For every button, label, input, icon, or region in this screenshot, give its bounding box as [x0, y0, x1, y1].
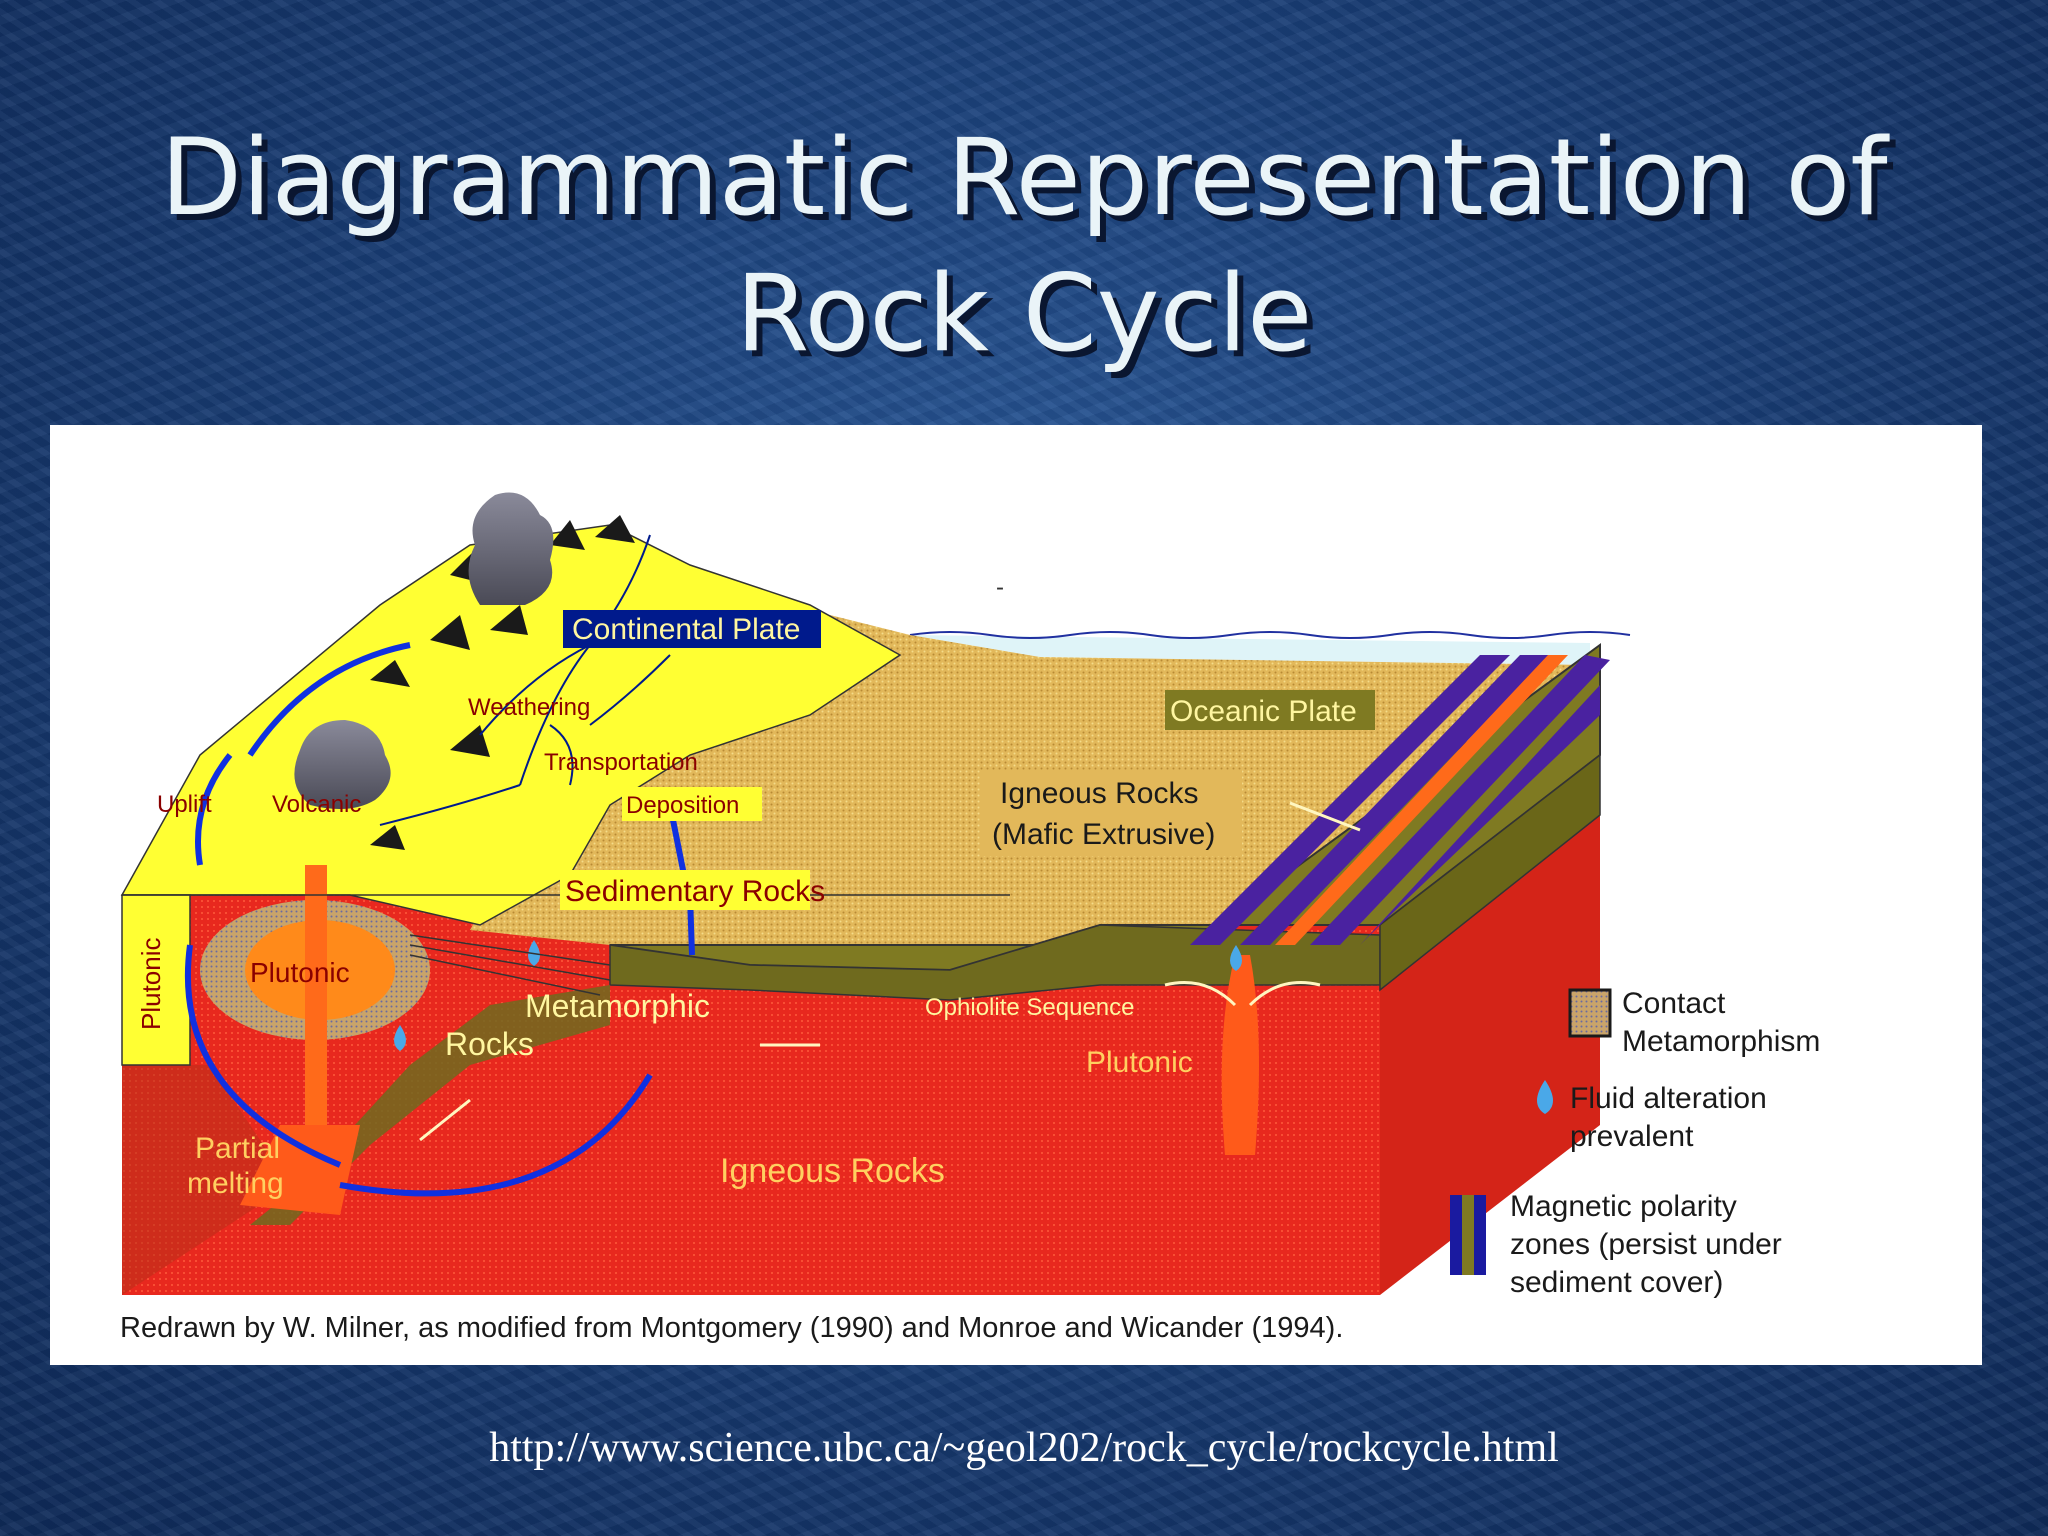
oceanic-plate-label: Oceanic Plate [1170, 695, 1357, 728]
magma-conduit [305, 865, 327, 1195]
plutonic-side-label: Plutonic [136, 938, 166, 1031]
oceanic-plate-box [1165, 690, 1375, 730]
weathering-label: Weathering [468, 694, 590, 721]
plutonic-ridge-label: Plutonic [1086, 1046, 1193, 1079]
ash-cloud-top [468, 492, 554, 605]
legend-magnetic-line-1: Magnetic polarity [1510, 1190, 1737, 1223]
source-url[interactable]: http://www.science.ubc.ca/~geol202/rock_… [489, 1425, 1559, 1471]
legend-contact-line-2: Metamorphism [1622, 1025, 1820, 1058]
block-bottom-dark [122, 1065, 290, 1295]
legend-fluid-drop-icon [1537, 1080, 1553, 1114]
legend-contact-line-1: Contact [1622, 987, 1726, 1020]
rock-cycle-diagram: Continental Plate Weathering Transportat… [120, 492, 1820, 1344]
igneous-mafic-line-1: Igneous Rocks [1000, 777, 1198, 810]
title-line-2: Rock Cycle [735, 252, 1313, 375]
ridge-plume [1221, 955, 1259, 1155]
legend-fluid-line-1: Fluid alteration [1570, 1082, 1767, 1115]
magnetic-stripes [1190, 655, 1610, 945]
figure-credit: Redrawn by W. Milner, as modified from M… [120, 1312, 1343, 1344]
sedimentary-rocks-box [560, 870, 810, 910]
continental-plate-box [563, 610, 821, 648]
slide-title: Diagrammatic Representation of Rock Cycl… [0, 110, 2048, 382]
sedimentary-rocks-label: Sedimentary Rocks [565, 875, 825, 908]
legend-contact-swatch [1568, 988, 1612, 1038]
ophiolite-sequence-label: Ophiolite Sequence [925, 994, 1134, 1021]
transportation-label: Transportation [544, 749, 698, 776]
plutonic-body-label: Plutonic [250, 957, 350, 988]
oceanic-right-slab [1379, 753, 1601, 992]
dash-mark: - [996, 574, 1004, 601]
uplift-label: Uplift [157, 791, 212, 818]
rocks-label: Rocks [445, 1026, 534, 1062]
legend-magnetic-line-2: zones (persist under [1510, 1228, 1782, 1261]
igneous-mafic-box [980, 770, 1242, 856]
title-line-1: Diagrammatic Representation of [160, 116, 1888, 239]
igneous-mafic-line-2: (Mafic Extrusive) [992, 818, 1215, 851]
metamorphic-label: Metamorphic [525, 988, 710, 1024]
ridge-arrows [1164, 981, 1321, 1007]
partial-label: Partial [195, 1132, 280, 1165]
melting-label: melting [187, 1167, 284, 1200]
deposition-box [622, 787, 762, 821]
ocean-surface-line [909, 631, 1631, 639]
legend-magnetic-swatch [1450, 1195, 1486, 1275]
deposition-label: Deposition [626, 792, 739, 819]
continental-plate-label: Continental Plate [572, 613, 801, 646]
igneous-rocks-label: Igneous Rocks [720, 1152, 945, 1190]
ash-cloud-volcanic [294, 720, 391, 809]
legend-fluid-line-2: prevalent [1570, 1120, 1694, 1153]
ocean-water [910, 635, 1590, 665]
legend-magnetic-line-3: sediment cover) [1510, 1266, 1723, 1299]
partial-melting-zone [240, 1125, 360, 1215]
volcanic-label: Volcanic [272, 791, 361, 818]
rock-cycle-figure: Continental Plate Weathering Transportat… [50, 425, 1982, 1365]
motion-arrows [419, 801, 1361, 1142]
